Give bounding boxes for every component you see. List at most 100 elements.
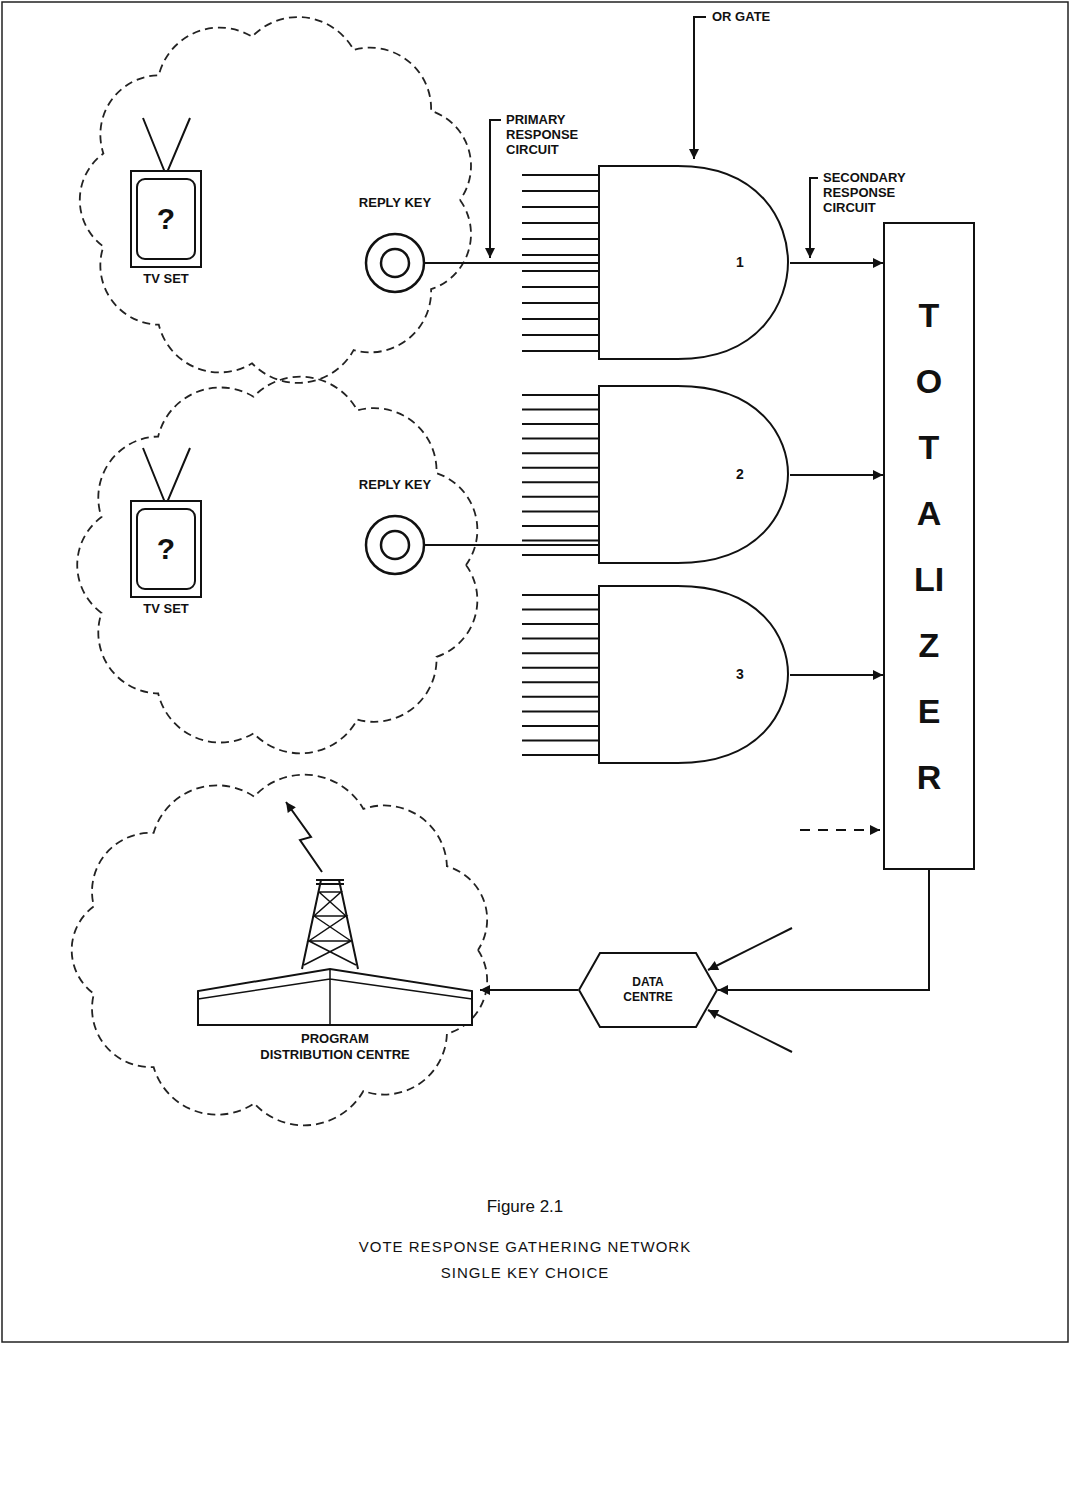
gate-input-line bbox=[522, 190, 598, 192]
response-circuit-wire bbox=[450, 262, 598, 264]
primary-circuit-leader bbox=[490, 120, 501, 258]
signal-arrow bbox=[790, 674, 883, 676]
tower-lattice bbox=[304, 892, 356, 965]
tv-screen bbox=[137, 179, 195, 259]
gate-number: 3 bbox=[718, 665, 762, 683]
gate-input-line bbox=[522, 652, 598, 654]
site-clouds bbox=[72, 17, 487, 1125]
gate-input-line bbox=[522, 452, 598, 454]
gate-input-line bbox=[522, 222, 598, 224]
gate-input-line bbox=[522, 554, 598, 556]
gate-number: 2 bbox=[718, 465, 762, 483]
reply-key-label: REPLY KEY bbox=[340, 477, 450, 493]
gate-input-line bbox=[522, 725, 598, 727]
gate-input-line bbox=[522, 206, 598, 208]
tv-antenna bbox=[143, 448, 190, 505]
gate-input-line bbox=[522, 438, 598, 440]
key-wire-stub bbox=[424, 262, 450, 264]
gate-input-line bbox=[522, 638, 598, 640]
gate-input-line bbox=[522, 754, 598, 756]
gate-input-line bbox=[522, 350, 598, 352]
key-ring bbox=[366, 234, 424, 292]
or-gate: 2 bbox=[598, 385, 790, 565]
or-gate-outline bbox=[598, 385, 790, 565]
signal-arrow bbox=[790, 262, 883, 264]
callout-label: PRIMARY RESPONSE CIRCUIT bbox=[506, 112, 588, 157]
gate-input-line bbox=[522, 423, 598, 425]
gate-input-line bbox=[522, 254, 598, 256]
screen-question-mark: ? bbox=[137, 179, 195, 259]
signal-arrow bbox=[718, 870, 929, 990]
tv-cabinet bbox=[131, 171, 201, 267]
gate-input-line bbox=[522, 174, 598, 176]
transmitter-tower bbox=[286, 802, 358, 969]
gate-input-line bbox=[522, 394, 598, 396]
gate-input-line bbox=[522, 302, 598, 304]
other-totalizer-arrow bbox=[708, 928, 792, 970]
key-button bbox=[381, 249, 409, 277]
site-cloud bbox=[80, 17, 471, 383]
gate-input-line bbox=[522, 540, 598, 542]
or-gate-leader bbox=[694, 17, 706, 159]
gate-input-line bbox=[522, 740, 598, 742]
gate-input-line bbox=[522, 609, 598, 611]
gate-input-line bbox=[522, 481, 598, 483]
gate-input-line bbox=[522, 496, 598, 498]
or-gate-outline bbox=[598, 585, 790, 765]
response-circuit-wire bbox=[450, 544, 598, 546]
totalizer-box: TOTALIZER bbox=[883, 222, 975, 870]
callout-label: OR GATE bbox=[712, 9, 770, 24]
tv-label: TV SET bbox=[115, 601, 217, 617]
tv-set: ?TV SET bbox=[125, 165, 207, 293]
or-gate: 3 bbox=[598, 585, 790, 765]
gate-input-line bbox=[522, 667, 598, 669]
program-distribution-building: PROGRAM DISTRIBUTION CENTRE bbox=[190, 955, 480, 1073]
gate-input-line bbox=[522, 318, 598, 320]
totalizer-outline bbox=[884, 223, 974, 869]
tower-legs bbox=[302, 880, 358, 969]
page-frame bbox=[2, 2, 1068, 1342]
site-cloud bbox=[77, 377, 477, 754]
key-ring bbox=[366, 516, 424, 574]
gate-input-line bbox=[522, 334, 598, 336]
gate-input-line bbox=[522, 467, 598, 469]
broadcast-signal bbox=[286, 802, 322, 872]
totalizer-label: TOTALIZER bbox=[910, 282, 947, 810]
secondary-circuit-leader bbox=[810, 178, 818, 258]
reply-key-label: REPLY KEY bbox=[340, 195, 450, 211]
site-cloud bbox=[72, 775, 487, 1126]
or-gate-shape bbox=[599, 586, 788, 763]
gate-input-line bbox=[522, 594, 598, 596]
reply-key: REPLY KEY bbox=[340, 195, 450, 295]
extra-inputs bbox=[708, 830, 880, 1052]
gate-input-line bbox=[522, 286, 598, 288]
gate-input-line bbox=[522, 238, 598, 240]
reply-key: REPLY KEY bbox=[340, 477, 450, 577]
hexagon-outline bbox=[579, 953, 717, 1027]
key-button bbox=[381, 531, 409, 559]
tv-cabinet bbox=[131, 501, 201, 597]
gate-input-line bbox=[522, 525, 598, 527]
gate-input-line bbox=[522, 696, 598, 698]
tv-set: ?TV SET bbox=[125, 495, 207, 623]
gate-input-line bbox=[522, 409, 598, 411]
data-centre-label: DATA CENTRE bbox=[615, 975, 681, 1005]
or-gate-outline bbox=[598, 165, 790, 361]
gate-input-line bbox=[522, 270, 598, 272]
gate-input-line bbox=[522, 510, 598, 512]
signal-arrow bbox=[790, 474, 883, 476]
gate-number: 1 bbox=[718, 253, 762, 271]
more-gates-arrow bbox=[800, 829, 880, 831]
building-label: PROGRAM DISTRIBUTION CENTRE bbox=[255, 1031, 415, 1063]
gate-input-line bbox=[522, 681, 598, 683]
tv-antenna bbox=[143, 118, 190, 175]
or-gate-shape bbox=[599, 386, 788, 563]
key-wire-stub bbox=[424, 544, 450, 546]
or-gate: 1 bbox=[598, 165, 790, 361]
gate-input-line bbox=[522, 623, 598, 625]
building-body bbox=[198, 969, 472, 1025]
screen-question-mark: ? bbox=[137, 509, 195, 589]
data-centre-hexagon: DATA CENTRE bbox=[578, 952, 718, 1028]
other-totalizer-arrow bbox=[708, 1010, 792, 1052]
